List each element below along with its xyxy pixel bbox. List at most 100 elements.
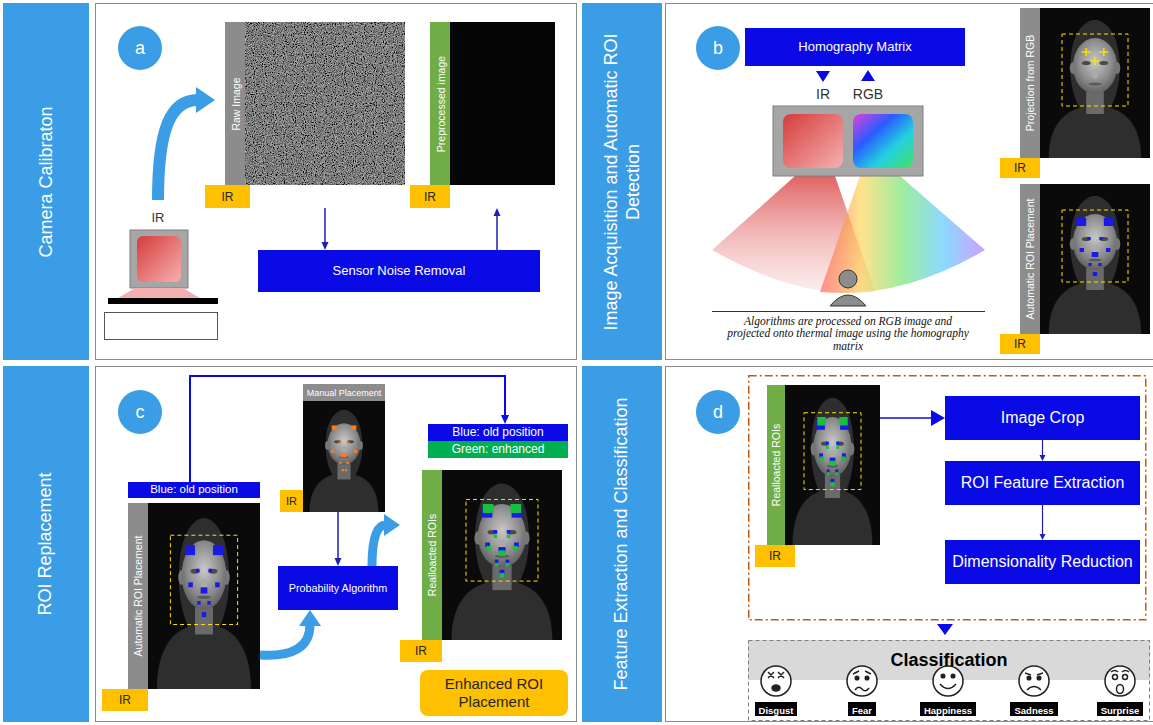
panel-frame xyxy=(96,367,577,722)
label-text: Disgust xyxy=(759,705,794,716)
drawing-part xyxy=(1040,8,1150,158)
legend-bar: Green: enhanced xyxy=(428,441,568,458)
drawing-part xyxy=(466,499,538,581)
label-text: IR xyxy=(222,190,234,204)
drawing-part xyxy=(785,385,880,545)
drawing-part xyxy=(108,298,218,304)
label-text: IR xyxy=(1014,337,1026,351)
image-frame: Manual PlacementIR xyxy=(280,384,385,512)
label-text: Manual Placement xyxy=(307,388,382,398)
label-strip: Realloacted ROIs xyxy=(767,385,785,545)
caption-rule xyxy=(712,311,985,312)
drawing-part xyxy=(847,666,877,696)
label-text: Sensor Noise Removal xyxy=(333,264,466,279)
modality-label: IR xyxy=(816,86,830,102)
emotion-label: Surprise xyxy=(1097,702,1144,716)
drawing-part xyxy=(820,176,985,293)
label-text: Feature Extraction and Classification xyxy=(611,397,633,690)
label-text: Dimensionality Reduction xyxy=(952,553,1133,571)
drawing-part xyxy=(761,666,791,696)
drawing-part xyxy=(853,671,871,674)
label-text: Realloacted ROIs xyxy=(770,424,783,506)
image-frame: Realloacted ROIsIR xyxy=(400,470,562,662)
label-text: ROI Replacement xyxy=(35,472,57,615)
drawing-part xyxy=(482,509,523,575)
emotion-label: Fear xyxy=(848,702,876,716)
thermal-face-image xyxy=(442,470,562,640)
process-box: ROI Feature Extraction xyxy=(945,461,1140,505)
thermal-face-image xyxy=(303,401,385,512)
emotion-label: Sadness xyxy=(1010,702,1057,716)
rotated-holder: Projection from RGB xyxy=(1020,8,1040,158)
drawing-part xyxy=(839,270,857,288)
classification-box: ClassificationDisgust Fear Happiness Sadnes… xyxy=(748,640,1150,720)
modality-tag: IR xyxy=(400,640,442,662)
connector-line xyxy=(880,417,932,419)
rotated-holder: Feature Extraction and Classification xyxy=(582,366,662,722)
thermal-face-image xyxy=(1040,184,1150,334)
emotion-label: Disgust xyxy=(755,702,798,716)
drawing-part xyxy=(940,684,956,689)
connector xyxy=(322,208,329,250)
section-band: Feature Extraction and Classification xyxy=(582,366,662,722)
drawing-part xyxy=(148,503,260,689)
drawing-part xyxy=(1111,671,1129,673)
label-text: Surprise xyxy=(1101,705,1140,716)
label-strip: Automatic ROI Placement xyxy=(1020,184,1040,334)
thermal-face-image xyxy=(785,385,880,545)
section-band: Image Acquisition and Automatic ROI Dete… xyxy=(582,3,662,360)
drawing-part xyxy=(816,421,848,483)
arrow-head xyxy=(299,610,321,626)
label-strip: Manual Placement xyxy=(303,384,385,401)
label-text: Raw Image xyxy=(229,77,242,130)
drawing-part xyxy=(1082,48,1108,65)
label-text: IR xyxy=(1014,161,1026,175)
modality-label: RGB xyxy=(853,86,883,102)
drawing-part xyxy=(130,230,188,288)
emotion-faces xyxy=(761,666,1135,696)
arrow-head xyxy=(384,514,400,536)
process-box: Sensor Noise Removal xyxy=(258,250,540,292)
panel-frame xyxy=(96,4,577,360)
connector-line xyxy=(337,512,339,559)
clean-thermal-image xyxy=(450,22,555,185)
process-box: Homography Matrix xyxy=(745,28,965,66)
rotated-holder: Automatic ROI Placement xyxy=(1020,184,1040,334)
drawing-part xyxy=(1062,210,1128,282)
process-box: Image Crop xyxy=(945,396,1140,440)
image-frame: Realloacted ROIsIR xyxy=(755,385,880,567)
label-text: Enhanced ROI Placement xyxy=(428,675,560,711)
image-frame: Preprocessed imageIR xyxy=(410,22,555,208)
drawing-part xyxy=(137,236,181,282)
drawing-part xyxy=(804,413,861,490)
person-icon xyxy=(830,270,866,306)
emotion-label: Happiness xyxy=(920,702,976,716)
connector xyxy=(1040,440,1046,461)
label-text: IR xyxy=(769,549,781,563)
rotated-holder: Camera Calibraton xyxy=(3,3,89,360)
drawing-part xyxy=(1117,685,1124,694)
label-text: Classification xyxy=(890,650,1007,671)
drawing-part xyxy=(331,425,357,471)
modality-tag: IR xyxy=(102,689,148,711)
step-badge: c xyxy=(118,390,162,434)
drawing-part xyxy=(158,100,198,200)
label-text: d xyxy=(713,402,723,423)
drawing-part xyxy=(1037,676,1041,680)
label-strip: Realloacted ROIs xyxy=(422,470,442,640)
thermal-face-image xyxy=(1040,8,1150,158)
drawing-part xyxy=(118,288,200,298)
drawing-part xyxy=(1123,675,1128,680)
connector-line xyxy=(1042,440,1043,456)
connector-line xyxy=(260,624,310,655)
connector xyxy=(880,410,945,426)
label-text: c xyxy=(136,402,145,423)
modality-tag: IR xyxy=(410,185,450,208)
label-text: Fear xyxy=(852,705,872,716)
process-box: Probability Algorithm xyxy=(278,566,398,610)
drawing-part xyxy=(105,313,218,340)
label-text: Image Acquisition and Automatic ROI Dete… xyxy=(600,13,643,350)
connector-line xyxy=(372,525,386,566)
